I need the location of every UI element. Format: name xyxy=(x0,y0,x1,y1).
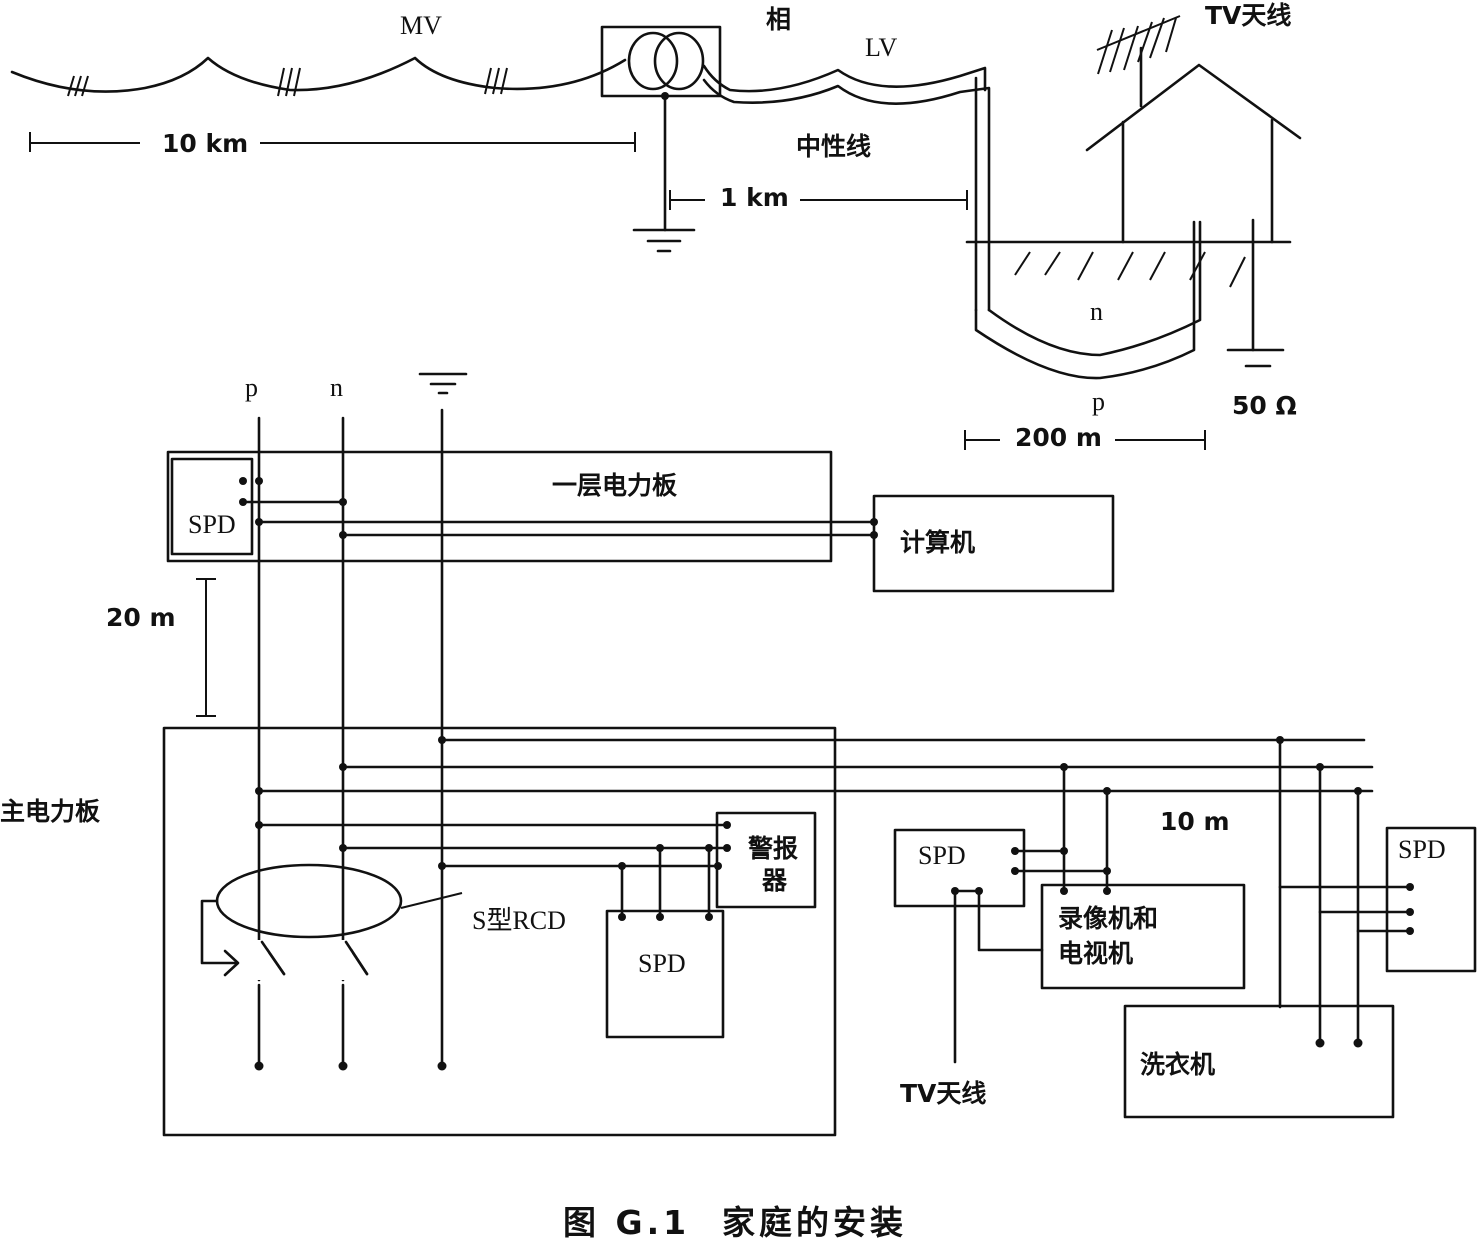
branch-distance-label: 10 m xyxy=(1160,807,1230,836)
mv-distance-label: 10 km xyxy=(162,129,248,158)
transformer xyxy=(600,25,722,100)
phase-label: 相 xyxy=(766,5,791,34)
alarm-device xyxy=(715,811,817,909)
riser-distance-dimension xyxy=(196,578,216,717)
first-floor-panel xyxy=(166,450,876,563)
underground-service-cable xyxy=(974,220,1202,380)
mv-overhead-line xyxy=(10,56,627,97)
transformer-secondary-coil xyxy=(653,31,705,91)
washing-machine xyxy=(1123,1004,1395,1119)
antenna-to-tv-cable xyxy=(977,889,1044,952)
phase-conductor-label: p xyxy=(245,373,258,402)
main-spd-label: SPD xyxy=(638,949,686,978)
service-distance-label: 200 m xyxy=(1015,423,1102,452)
transformer-earth-symbol xyxy=(632,94,696,253)
lv-distance-label: 1 km xyxy=(720,183,789,212)
lv-label: LV xyxy=(865,33,897,62)
rcd-label: S型RCD xyxy=(472,906,566,935)
riser-distance-label: 20 m xyxy=(106,603,176,632)
washer-drops xyxy=(1276,736,1363,1048)
rcd-trip-arrow-icon xyxy=(223,949,240,977)
roof-antenna-label: TV天线 xyxy=(1205,1,1291,30)
figure-number: 图 G.1 xyxy=(563,1203,690,1241)
computer-load xyxy=(870,494,1115,593)
underground-p-label: p xyxy=(1092,387,1105,416)
consumer-earth-symbol xyxy=(1226,218,1285,368)
av-spd xyxy=(893,828,1111,908)
alarm-label-line1: 警报 xyxy=(747,834,798,863)
tv-antenna-label: TV天线 xyxy=(900,1079,986,1108)
rcd-leader-line xyxy=(400,892,463,909)
av-load-label-line1: 录像机和 xyxy=(1058,904,1158,933)
first-floor-panel-label: 一层电力板 xyxy=(552,471,677,500)
three-phase-mark xyxy=(67,75,89,97)
first-floor-spd-label: SPD xyxy=(188,510,236,539)
house xyxy=(1085,63,1302,244)
mv-label: MV xyxy=(400,11,442,40)
main-panel-spd xyxy=(605,844,725,1039)
roof-tv-antenna-icon xyxy=(1096,15,1181,108)
washer-spd-label: SPD xyxy=(1398,835,1446,864)
mv-distance-dimension xyxy=(29,132,636,152)
computer-label: 计算机 xyxy=(900,528,975,557)
figure-title: 家庭的安装 xyxy=(722,1203,907,1241)
underground-n-label: n xyxy=(1090,297,1103,326)
washer-spd xyxy=(1278,826,1477,973)
lv-distance-dimension xyxy=(669,190,968,210)
rcd-device xyxy=(200,863,463,977)
av-load-label-line2: 电视机 xyxy=(1058,939,1133,968)
branch-buses xyxy=(255,736,1374,795)
neutral-conductor-label: n xyxy=(330,373,343,402)
earth-resistance-label: 50 Ω xyxy=(1232,391,1297,420)
lv-overhead-line xyxy=(702,64,991,312)
rcd-toroid xyxy=(215,863,403,939)
rcd-trip-link xyxy=(200,899,238,965)
transformer-primary-coil xyxy=(627,31,679,91)
three-phase-mark xyxy=(277,67,301,97)
main-panel-label: 主电力板 xyxy=(0,797,100,826)
earth-conductor-symbol xyxy=(418,372,468,395)
first-floor-spd xyxy=(170,457,254,556)
three-phase-mark xyxy=(484,67,508,95)
washer-label: 洗衣机 xyxy=(1140,1050,1215,1079)
neutral-label: 中性线 xyxy=(796,132,871,161)
ground-surface xyxy=(965,240,1292,288)
service-distance-dimension xyxy=(964,430,1206,450)
alarm-label-line2: 器 xyxy=(761,866,788,895)
av-spd-label: SPD xyxy=(918,841,966,870)
av-load xyxy=(1040,883,1246,990)
main-panel xyxy=(162,726,837,1137)
